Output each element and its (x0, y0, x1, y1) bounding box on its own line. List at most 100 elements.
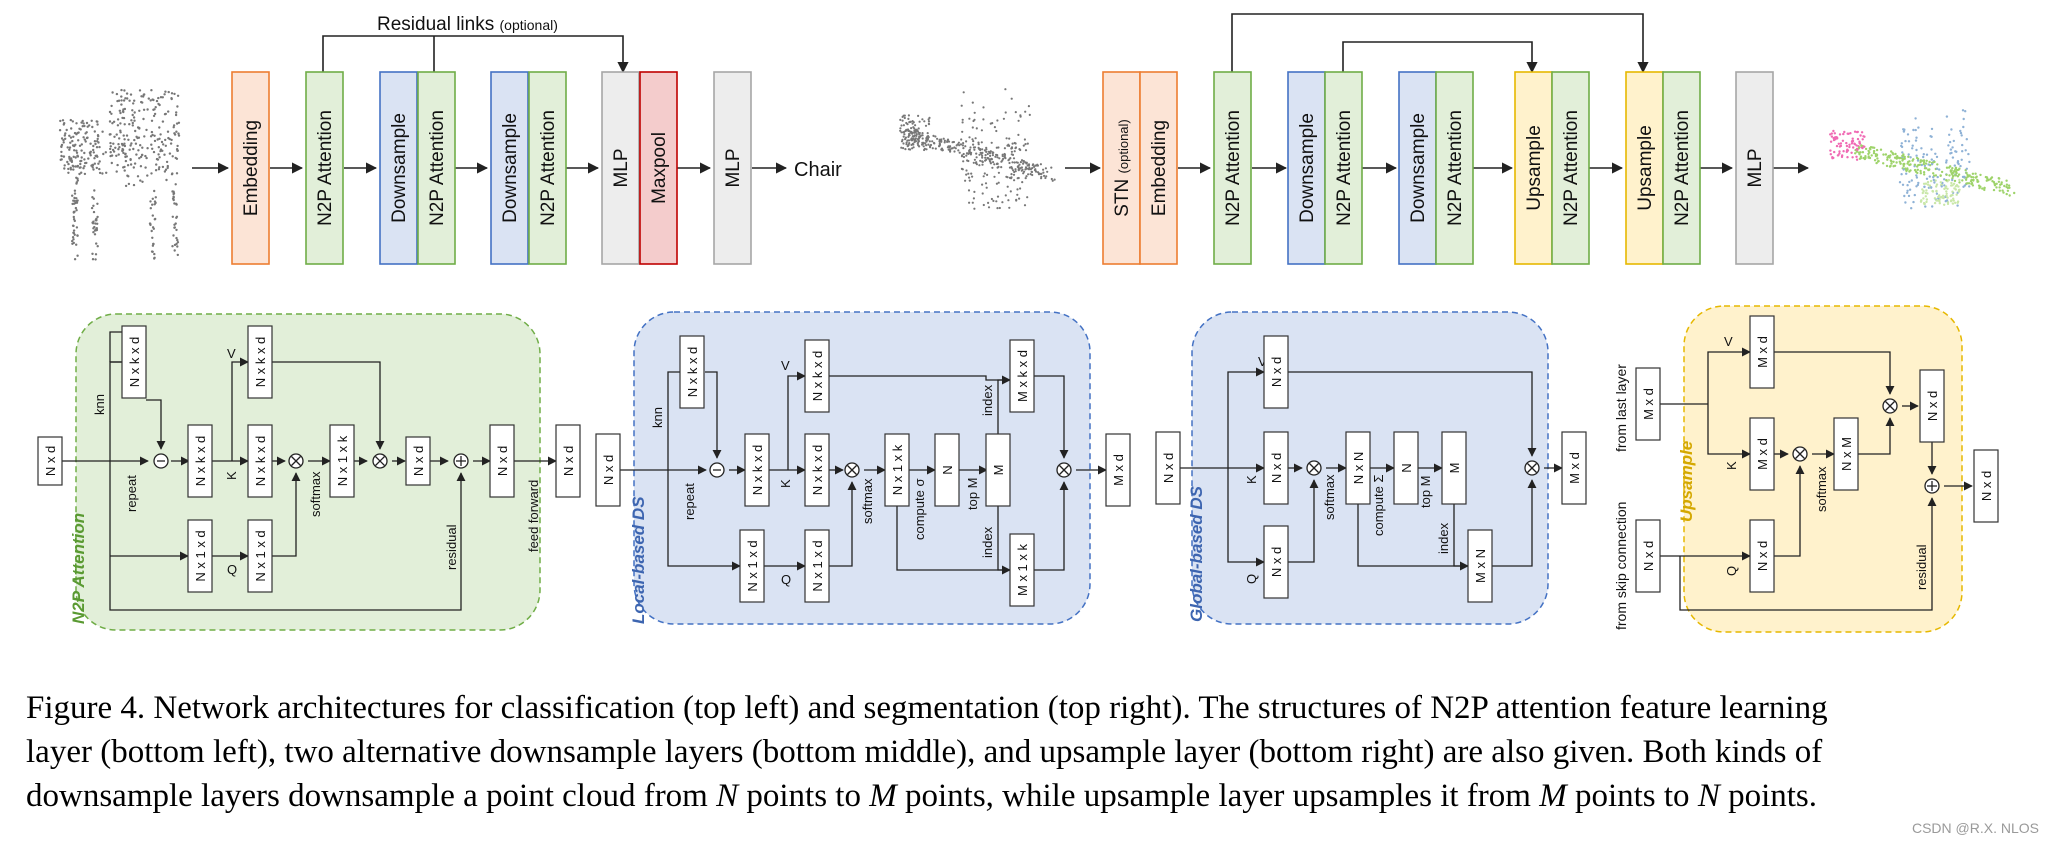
svg-text:M x d: M x d (1755, 336, 1770, 368)
svg-text:N x 1 x d: N x 1 x d (810, 540, 825, 591)
n2p-k-tensor: N x k x d (247, 424, 273, 498)
segmentation-pipeline (1065, 13, 1810, 174)
airplane-point-cloud (899, 88, 1056, 210)
svg-text:MLP: MLP (723, 148, 744, 187)
n2p-panel-title: N2P Attention (69, 513, 88, 624)
classification-pipeline (192, 35, 788, 174)
global-k-tensor: N x d (1263, 431, 1289, 505)
global-index-mul-op (1524, 460, 1540, 476)
local-v-tensor: N x k x d (804, 339, 830, 413)
global-m-tensor: M (1441, 431, 1467, 505)
svg-text:N x d: N x d (561, 446, 576, 476)
caption-var-n-2: N (1697, 778, 1720, 814)
svg-text:M x N: M x N (1473, 549, 1488, 583)
downsample-block-1: Downsample (379, 71, 418, 265)
segmented-airplane-point-cloud (1829, 109, 2016, 210)
up-qk-mul-op (1792, 446, 1808, 462)
svg-text:M x d: M x d (1567, 452, 1582, 484)
from-skip-connection-label: from skip connection (1613, 502, 1629, 630)
n2p-repeat-tensor: N x 1 x d (187, 519, 213, 593)
n2p-ff-in-tensor: N x d (489, 424, 515, 498)
n2p-subtract-op (153, 453, 169, 469)
seg-downsample-block-1: Downsample (1287, 71, 1326, 265)
up-v-mul-op (1882, 398, 1898, 414)
seg-downsample-block-2: Downsample (1398, 71, 1437, 265)
svg-text:N x k x d: N x k x d (253, 436, 268, 487)
seg-n2p-attention-block-3: N2P Attention (1435, 71, 1474, 265)
caption-l3a: downsample layers downsample a point clo… (26, 778, 717, 814)
svg-text:Downsample: Downsample (1408, 113, 1429, 223)
residual-links-label: Residual links (optional) (377, 14, 558, 35)
global-v-tensor: N x d (1263, 335, 1289, 409)
knn-label: knn (92, 394, 107, 415)
local-softmax-label: softmax (860, 478, 875, 524)
global-softmax-label: softmax (1322, 474, 1337, 520)
local-q-label: Q (781, 572, 791, 587)
local-index-bottom-label: index (980, 526, 995, 558)
svg-text:N2P Attention: N2P Attention (1334, 110, 1355, 226)
local-knn-label: knn (650, 407, 665, 428)
global-index-tensor: M x N (1467, 529, 1493, 603)
svg-text:N x k x d: N x k x d (253, 337, 268, 388)
svg-text:N x k x d: N x k x d (127, 337, 142, 388)
figure-caption: Figure 4. Network architectures for clas… (26, 686, 2036, 818)
up-q-tensor: N x d (1749, 519, 1775, 593)
softmax-label: softmax (308, 471, 323, 517)
svg-text:N x k x d: N x k x d (810, 351, 825, 402)
svg-text:N x 1 x d: N x 1 x d (253, 530, 268, 581)
seg-n2p-attention-block-2: N2P Attention (1324, 71, 1363, 265)
global-softmax-tensor: N x N (1345, 431, 1371, 505)
n2p-softmax-tensor: N x 1 x k (329, 424, 355, 498)
caption-var-m: M (869, 778, 897, 814)
caption-l3d: points to (1566, 778, 1698, 814)
svg-text:STN (optional): STN (optional) (1112, 119, 1133, 216)
global-index-label: index (1436, 522, 1451, 554)
svg-text:N2P Attention: N2P Attention (1445, 110, 1466, 226)
up-last-input-tensor: M x d (1635, 367, 1661, 441)
svg-text:M x d: M x d (1111, 454, 1126, 486)
global-q-label: Q (1244, 574, 1259, 584)
n2p-mul-tensor: N x d (405, 436, 431, 486)
svg-text:N x 1 x d: N x 1 x d (193, 530, 208, 581)
up-k-label: K (1724, 461, 1739, 470)
up-softmax-label: softmax (1814, 466, 1829, 512)
architecture-diagram: Residual links (optional) Chair Embeddin… (37, 13, 2016, 633)
svg-text:N x d: N x d (1641, 541, 1656, 571)
mlp-block-1: MLP (601, 71, 640, 265)
svg-text:Embedding: Embedding (241, 120, 262, 216)
svg-text:N x d: N x d (601, 455, 616, 485)
v-label: V (227, 346, 236, 361)
up-softmax-tensor: N x M (1833, 417, 1859, 491)
caption-line-3: downsample layers downsample a point clo… (26, 774, 2036, 818)
svg-text:N2P Attention: N2P Attention (1223, 110, 1244, 226)
svg-text:Upsample: Upsample (1635, 125, 1656, 211)
local-v-label: V (781, 358, 790, 373)
svg-text:MLP: MLP (1745, 148, 1766, 187)
local-top-index-tensor: M x k x d (1009, 339, 1035, 413)
embedding-block: Embedding (231, 71, 270, 265)
local-bottom-index-tensor: M x 1 x k (1009, 533, 1035, 607)
local-subtract-op (709, 462, 725, 478)
n2p-knn-tensor: N x k x d (121, 325, 147, 399)
svg-text:N: N (940, 465, 955, 474)
local-knn-tensor: N x k x d (679, 335, 705, 409)
n2p-value-mul-op (372, 453, 388, 469)
local-topm-label: top M (965, 477, 980, 510)
svg-text:N2P Attention: N2P Attention (538, 110, 559, 226)
local-n-tensor: N (934, 433, 960, 507)
local-repeat-tensor: N x 1 x d (739, 529, 765, 603)
svg-text:N x k x d: N x k x d (685, 347, 700, 398)
svg-text:N x M: N x M (1839, 437, 1854, 471)
svg-text:N x d: N x d (1269, 357, 1284, 387)
local-m-tensor: M (985, 433, 1011, 507)
svg-text:Embedding: Embedding (1149, 120, 1170, 216)
caption-l3b: points to (738, 778, 870, 814)
svg-text:N x 1 x k: N x 1 x k (335, 435, 350, 486)
seg-n2p-attention-block-4: N2P Attention (1551, 71, 1590, 265)
up-output-tensor: N x d (1973, 449, 1999, 523)
up-skip-input-tensor: N x d (1635, 519, 1661, 593)
global-topm-label: top M (1418, 475, 1433, 508)
svg-text:N x d: N x d (411, 446, 426, 476)
seg-upsample-block-1: Upsample (1514, 71, 1553, 265)
downsample-block-2: Downsample (490, 71, 529, 265)
